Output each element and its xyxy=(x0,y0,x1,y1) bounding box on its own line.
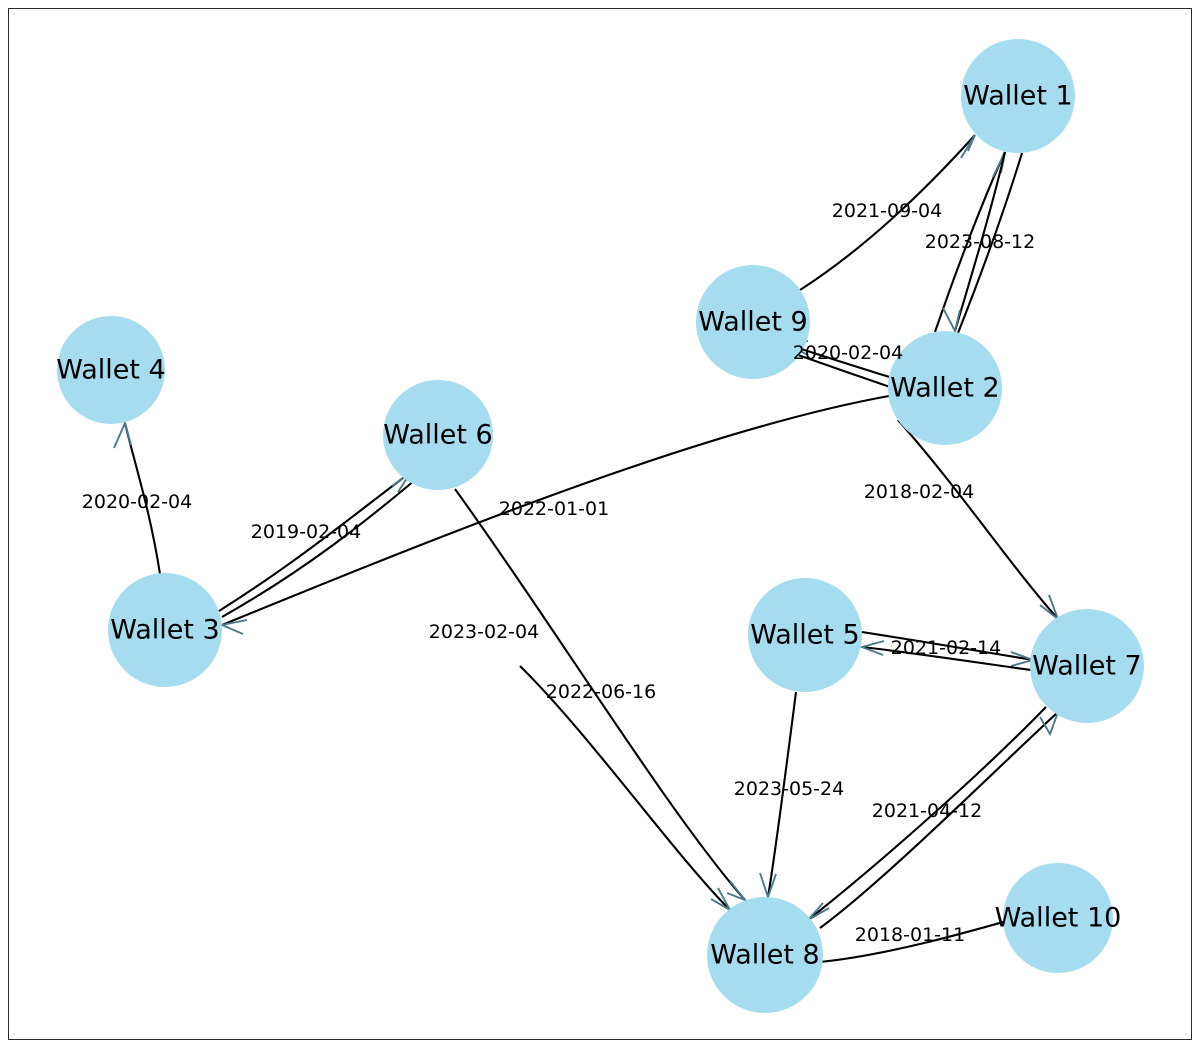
node-label: Wallet 4 xyxy=(56,355,165,386)
edge-label-w3-w8: 2022-06-16 xyxy=(546,681,656,703)
edge-w5-w8[interactable] xyxy=(759,691,798,900)
arrowhead-icon xyxy=(726,880,748,903)
edge-path xyxy=(454,488,746,901)
edge-path xyxy=(221,479,416,618)
edge-label-w3-w6: 2019-02-04 xyxy=(251,521,361,543)
node-label: Wallet 7 xyxy=(1032,651,1141,682)
node-circle xyxy=(108,573,222,687)
edge-w1-w2[interactable] xyxy=(942,151,1007,334)
edge-w3-w6-alt[interactable] xyxy=(221,479,416,618)
nodes-layer: Wallet 1 Wallet 2 Wallet 3 Wallet 4 Wall… xyxy=(56,39,1144,1013)
node-wallet-10[interactable]: Wallet 10 xyxy=(995,863,1122,973)
node-label: Wallet 10 xyxy=(995,903,1122,934)
edge-path xyxy=(221,394,890,626)
edge-path xyxy=(953,151,1007,332)
node-label: Wallet 8 xyxy=(710,940,819,971)
edge-path xyxy=(807,706,1047,921)
node-label: Wallet 6 xyxy=(383,420,492,451)
node-circle xyxy=(1030,609,1144,723)
arrowhead-icon xyxy=(858,640,885,656)
edge-w1-w2-alt[interactable] xyxy=(957,152,1024,334)
edge-label-w6-w8: 2023-02-04 xyxy=(429,621,539,643)
edge-path xyxy=(218,471,412,612)
node-wallet-4[interactable]: Wallet 4 xyxy=(56,316,166,424)
edge-path xyxy=(897,419,1059,620)
edge-w8-w7[interactable] xyxy=(819,711,1059,929)
node-wallet-3[interactable]: Wallet 3 xyxy=(108,573,222,687)
edge-w9-w1[interactable] xyxy=(799,134,976,291)
node-label: Wallet 5 xyxy=(750,620,859,651)
node-circle xyxy=(696,265,810,379)
edge-label-w7-w8: 2021-04-12 xyxy=(872,800,982,822)
plot-frame xyxy=(8,8,1192,1040)
edges-layer xyxy=(113,134,1061,964)
node-label: Wallet 3 xyxy=(110,615,219,646)
edge-path xyxy=(861,630,1034,662)
arrowhead-icon xyxy=(218,619,248,635)
edge-path xyxy=(766,691,798,898)
arrowhead-icon xyxy=(113,420,132,449)
node-label: Wallet 2 xyxy=(890,373,999,404)
arrowhead-icon xyxy=(942,307,961,334)
edge-w6-w8[interactable] xyxy=(454,488,748,903)
node-label: Wallet 9 xyxy=(698,307,807,338)
edge-w2-w3[interactable] xyxy=(218,394,890,635)
node-circle xyxy=(383,380,493,490)
edge-w2-w7[interactable] xyxy=(897,419,1061,622)
arrowhead-icon xyxy=(1039,711,1059,737)
edge-label-w2-w1: 2023-08-12 xyxy=(925,231,1035,253)
node-circle xyxy=(888,331,1002,445)
node-circle xyxy=(961,39,1075,153)
node-wallet-7[interactable]: Wallet 7 xyxy=(1030,609,1144,723)
arrowhead-icon xyxy=(759,872,777,900)
node-label: Wallet 1 xyxy=(963,81,1072,112)
edge-labels-layer: 2021-09-04 2023-08-12 2020-02-04 2020-02… xyxy=(82,200,1035,946)
edge-label-w5-w7: 2021-02-14 xyxy=(891,637,1001,659)
node-wallet-9[interactable]: Wallet 9 xyxy=(696,265,810,379)
edge-label-w9-w1: 2021-09-04 xyxy=(832,200,942,222)
edge-path xyxy=(819,711,1059,929)
edge-w3-w4[interactable] xyxy=(113,420,162,575)
node-wallet-5[interactable]: Wallet 5 xyxy=(748,578,862,692)
node-circle xyxy=(1003,863,1113,973)
node-circle xyxy=(748,578,862,692)
edge-label-w8-w10: 2018-01-11 xyxy=(855,924,965,946)
arrowhead-icon xyxy=(960,134,976,159)
edge-label-w2-w7: 2018-02-04 xyxy=(864,481,974,503)
edge-w7-w5[interactable] xyxy=(858,640,1032,672)
edge-path xyxy=(957,152,1024,334)
node-wallet-1[interactable]: Wallet 1 xyxy=(961,39,1075,153)
edge-label-w5-w8: 2023-05-24 xyxy=(734,778,844,800)
node-circle xyxy=(707,897,823,1013)
edge-path xyxy=(861,645,1032,672)
edge-path xyxy=(799,134,976,291)
node-circle xyxy=(57,316,165,424)
node-wallet-6[interactable]: Wallet 6 xyxy=(383,380,493,490)
edge-label-w2-w9: 2020-02-04 xyxy=(793,342,903,364)
node-wallet-2[interactable]: Wallet 2 xyxy=(888,331,1002,445)
edge-label-w3-w4: 2020-02-04 xyxy=(82,491,192,513)
edge-path xyxy=(519,665,731,911)
edge-label-w2-w3: 2022-01-01 xyxy=(499,498,609,520)
node-wallet-8[interactable]: Wallet 8 xyxy=(707,897,823,1013)
